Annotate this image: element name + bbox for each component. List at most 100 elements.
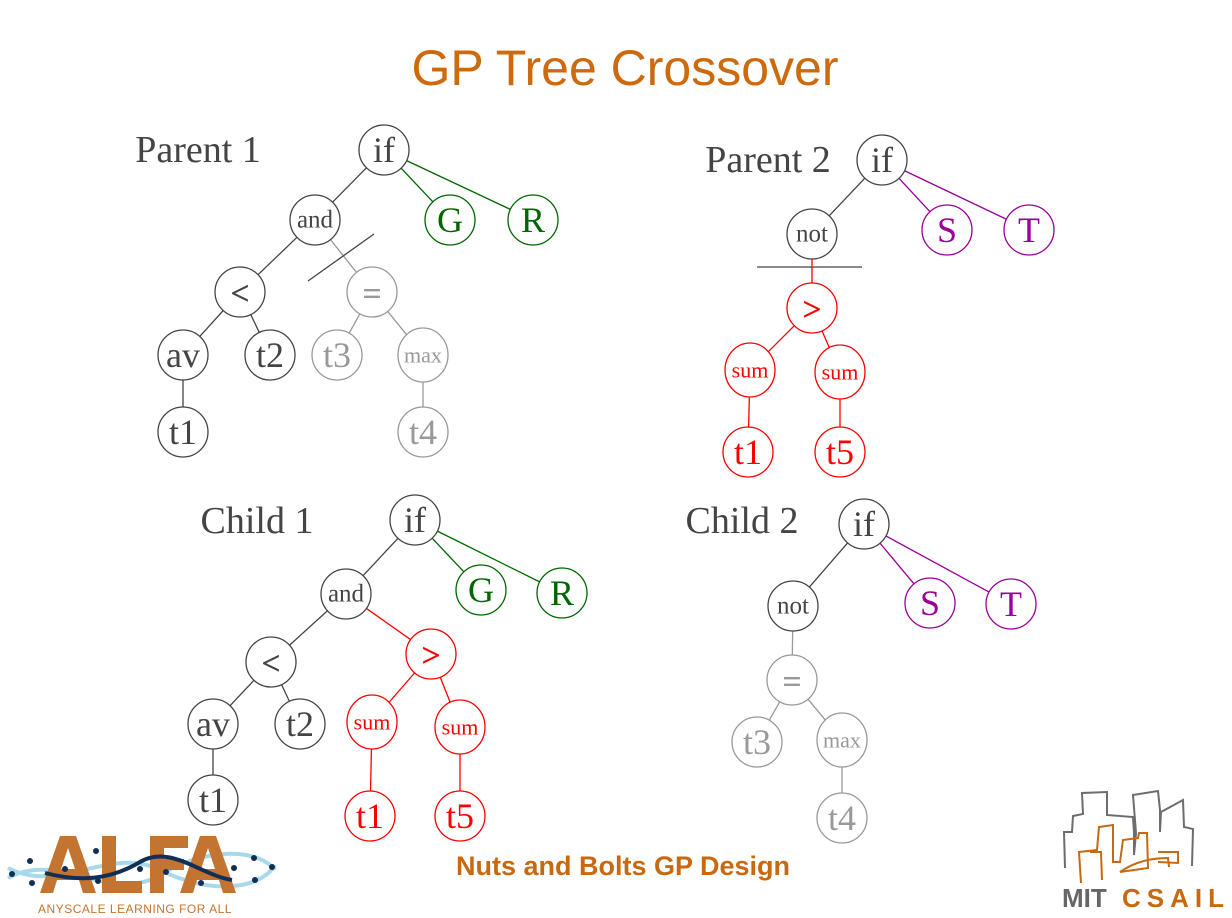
tree-edge (821, 330, 831, 350)
node-circle (786, 282, 838, 334)
node-label: < (261, 646, 280, 683)
node-circle (507, 194, 559, 246)
node-label: > (802, 292, 821, 329)
tree-edge (885, 535, 990, 593)
node-label: t2 (256, 335, 284, 375)
node-label: t5 (446, 796, 474, 836)
tree-edge (229, 679, 255, 707)
tree-node: t1 (187, 774, 239, 826)
tree-node: G (455, 564, 507, 616)
node-circle (814, 344, 866, 400)
tree-node: S (904, 577, 956, 629)
tree-edge (768, 701, 781, 721)
node-label: G (437, 200, 463, 240)
tree-edge (879, 542, 915, 585)
tree-node: not (786, 208, 838, 260)
node-circle (397, 327, 449, 383)
tree-node: if (856, 134, 908, 186)
node-circle (455, 564, 507, 616)
tree-node: S (921, 204, 973, 256)
node-circle (767, 580, 819, 632)
node-circle (311, 329, 363, 381)
node-circle (187, 698, 239, 750)
tree-node: = (346, 266, 398, 318)
tree-edge (250, 314, 260, 333)
node-circle (157, 406, 209, 458)
tree-node: sum (724, 342, 776, 398)
node-circle (816, 712, 868, 768)
slide-title: GP Tree Crossover (411, 40, 838, 96)
tree-edge (828, 177, 866, 217)
node-circle (344, 790, 396, 842)
node-circle (731, 716, 783, 768)
node-label: max (404, 343, 442, 368)
tree-node: t1 (157, 406, 209, 458)
tree-node: t2 (274, 698, 326, 750)
footer-text: Nuts and Bolts GP Design (456, 851, 790, 881)
node-circle (536, 567, 588, 619)
tree-edge (437, 530, 540, 583)
node-circle (856, 134, 908, 186)
node-circle (434, 699, 486, 755)
node-circle (389, 494, 441, 546)
node-label: t2 (286, 704, 314, 744)
node-circle (358, 124, 410, 176)
tree-node: > (405, 628, 457, 680)
node-label: if (871, 140, 893, 180)
tree-node: not (767, 580, 819, 632)
tree-label: Parent 1 (135, 129, 261, 171)
tree-node: R (507, 194, 559, 246)
node-label: S (937, 210, 957, 250)
tree-edge (387, 311, 408, 336)
node-circle (838, 498, 890, 550)
node-circle (904, 577, 956, 629)
tree-node: t2 (244, 329, 296, 381)
node-label: not (777, 593, 809, 620)
node-label: < (230, 276, 249, 313)
tree-node: and (320, 568, 372, 620)
tree-edge (431, 537, 465, 573)
tree-node: sum (434, 699, 486, 755)
node-label: sum (732, 358, 769, 383)
tree-edge (257, 236, 298, 276)
tree-edge (369, 746, 373, 792)
node-label: t4 (409, 412, 437, 452)
tree-node: sum (814, 344, 866, 400)
tree-edge (387, 672, 416, 704)
node-circle (187, 774, 239, 826)
node-circle (405, 628, 457, 680)
tree-node: max (397, 327, 449, 383)
tree-edge (289, 610, 328, 646)
node-circle (245, 636, 297, 688)
tree-node: if (358, 124, 410, 176)
node-label: = (362, 276, 381, 313)
tree-node: and (289, 194, 341, 246)
tree-node: T (1003, 204, 1055, 256)
alfa-logo: ANYSCALE LEARNING FOR ALL (7, 836, 277, 916)
node-label: av (196, 704, 230, 744)
node-label: t1 (169, 412, 197, 452)
node-label: if (404, 500, 426, 540)
tree-edge (362, 537, 399, 577)
tree-edge (898, 177, 931, 213)
mit-csail-logo: MIT CSAIL (1062, 789, 1230, 913)
node-circle (434, 790, 486, 842)
tree-edge (904, 170, 1007, 220)
tree-node: t5 (434, 790, 486, 842)
alfa-tagline: ANYSCALE LEARNING FOR ALL (38, 902, 232, 916)
node-circle (985, 578, 1037, 630)
csail-text: CSAIL (1122, 883, 1230, 913)
node-label: T (1000, 584, 1022, 624)
tree-node: sum (346, 694, 398, 750)
node-label: t5 (826, 432, 854, 472)
node-circle (766, 654, 818, 706)
tree-edge (406, 160, 511, 210)
tree-node: max (816, 712, 868, 768)
node-label: G (468, 570, 494, 610)
node-circle (289, 194, 341, 246)
tree-edge (747, 394, 751, 428)
node-circle (921, 204, 973, 256)
